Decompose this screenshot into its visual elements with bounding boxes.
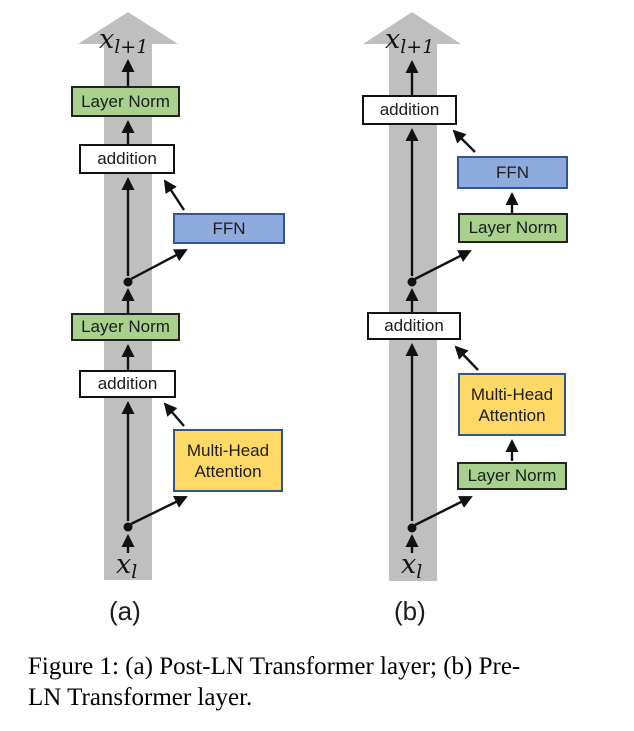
x-input-base-a: x — [116, 549, 132, 580]
branch-dot-a-lower — [123, 522, 133, 532]
x-output-label-b: xl+1 — [385, 24, 435, 58]
layer-norm-box-a-top: Layer Norm — [71, 86, 180, 117]
x-input-label-b: xl — [401, 549, 423, 583]
ffn-box-a: FFN — [173, 213, 285, 244]
addition-box-b-bottom: addition — [367, 312, 461, 340]
panel-label-b: (b) — [394, 596, 426, 626]
flow-arrows-b — [405, 60, 519, 553]
x-output-sub-a: l+1 — [114, 36, 149, 58]
x-input-base-b: x — [401, 549, 417, 580]
addition-box-b-top: addition — [362, 95, 457, 125]
diagram-canvas — [78, 12, 519, 581]
x-input-sub-a: l — [131, 561, 138, 583]
ffn-box-b: FFN — [457, 156, 568, 189]
x-output-base-a: x — [99, 24, 115, 55]
panel-label-a: (a) — [109, 596, 141, 626]
addition-box-a-top: addition — [79, 144, 175, 174]
branch-dot-b-upper — [407, 277, 417, 287]
x-output-base-b: x — [385, 24, 401, 55]
layer-norm-box-b-top: Layer Norm — [458, 213, 568, 243]
x-input-sub-b: l — [416, 561, 423, 583]
layer-norm-box-b-bottom: Layer Norm — [457, 462, 567, 490]
x-output-label-a: xl+1 — [99, 24, 149, 58]
multi-head-attention-box-b: Multi-Head Attention — [458, 373, 566, 436]
addition-box-a-bottom: addition — [79, 370, 176, 398]
figure-caption: Figure 1: (a) Post-LN Transformer layer;… — [28, 651, 614, 713]
figure-caption-line1: Figure 1: (a) Post-LN Transformer layer;… — [28, 653, 521, 680]
layer-norm-box-a-mid: Layer Norm — [71, 313, 180, 341]
multi-head-attention-box-a: Multi-Head Attention — [173, 429, 283, 492]
branch-dot-a-upper — [123, 277, 133, 287]
flow-arrows-a — [121, 59, 188, 553]
figure-caption-line2: LN Transformer layer. — [28, 684, 253, 711]
branch-dot-b-lower — [407, 523, 417, 533]
x-output-sub-b: l+1 — [400, 36, 435, 58]
x-input-label-a: xl — [116, 549, 138, 583]
